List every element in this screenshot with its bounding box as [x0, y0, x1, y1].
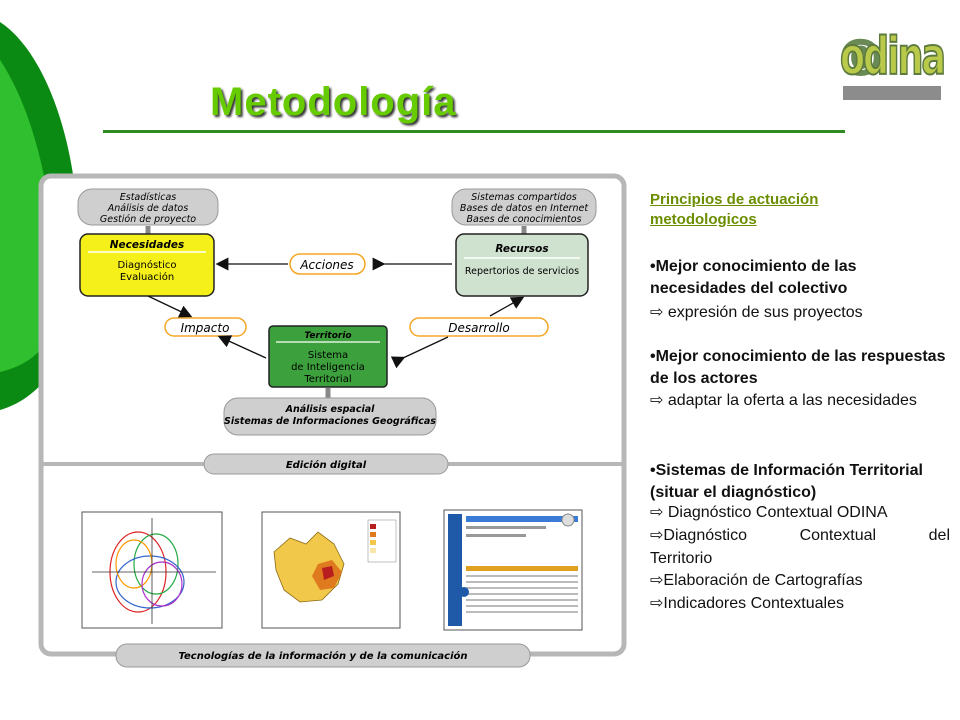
- desarrollo-label: Desarrollo: [448, 321, 509, 335]
- systems-line-1: Sistemas compartidos: [471, 192, 576, 203]
- item3-sub-1: ⇨ Diagnóstico Contextual ODINA: [650, 504, 888, 521]
- item3-text: •Sistemas de Información Territorial (si…: [650, 462, 923, 501]
- impacto-label: Impacto: [181, 321, 230, 335]
- item1-text: •Mejor conocimiento de las necesidades d…: [650, 258, 857, 297]
- analisis-line-2: Sistemas de Informaciones Geográficas: [224, 416, 436, 427]
- territorio-title: Territorio: [304, 331, 351, 341]
- item2-sub: ⇨ adaptar la oferta a las necesidades: [650, 392, 917, 409]
- stats-line-1: Estadísticas: [120, 192, 177, 203]
- tecnologias-label: Tecnologías de la información y de la co…: [178, 650, 467, 662]
- logo-underbar: [843, 86, 941, 100]
- systems-line-3: Bases de conocimientos: [467, 214, 582, 225]
- recursos-box: [455, 233, 589, 297]
- odina-logo: o odina: [838, 14, 946, 102]
- stats-line-3: Gestión de proyecto: [100, 214, 196, 225]
- principles-heading: Principios de actuación metodologicos: [650, 191, 819, 228]
- thumbnail-circles: [81, 511, 223, 629]
- thumbnail-website: [443, 509, 583, 631]
- item2-text: •Mejor conocimiento de las respuestas de…: [650, 348, 946, 387]
- territorio-line-1: Sistema: [308, 350, 348, 361]
- analisis-line-1: Análisis espacial: [285, 404, 376, 415]
- systems-line-2: Bases de datos en Internet: [460, 203, 589, 214]
- edicion-label: Edición digital: [286, 459, 367, 471]
- necesidades-box: [79, 233, 215, 297]
- item3-sub-2a: ⇨Diagnóstico Contextual del: [650, 527, 950, 544]
- recursos-line-1: Repertorios de servicios: [465, 266, 579, 277]
- stats-line-2: Análisis de datos: [107, 203, 188, 214]
- territorio-line-3: Territorial: [303, 374, 351, 385]
- page-title: Metodología: [210, 80, 457, 124]
- item3-sub-4: ⇨Indicadores Contextuales: [650, 595, 844, 612]
- item3-sub-3: ⇨Elaboración de Cartografías: [650, 572, 863, 589]
- item3-sub-2b: Territorio: [650, 550, 713, 567]
- svg-text:odina: odina: [840, 27, 944, 87]
- necesidades-line-1: Diagnóstico: [118, 259, 177, 271]
- necesidades-line-2: Evaluación: [120, 271, 174, 283]
- acciones-label: Acciones: [299, 258, 353, 272]
- item1-sub: ⇨ expresión de sus proyectos: [650, 304, 863, 321]
- territorio-line-2: de Inteligencia: [291, 362, 365, 373]
- recursos-title: Recursos: [495, 243, 548, 255]
- necesidades-title: Necesidades: [110, 239, 185, 251]
- title-divider: [103, 130, 845, 133]
- thumbnail-map: [261, 511, 401, 629]
- territorio-box: [268, 325, 388, 388]
- methodology-diagram: Estadísticas Análisis de datos Gestión d…: [38, 173, 627, 668]
